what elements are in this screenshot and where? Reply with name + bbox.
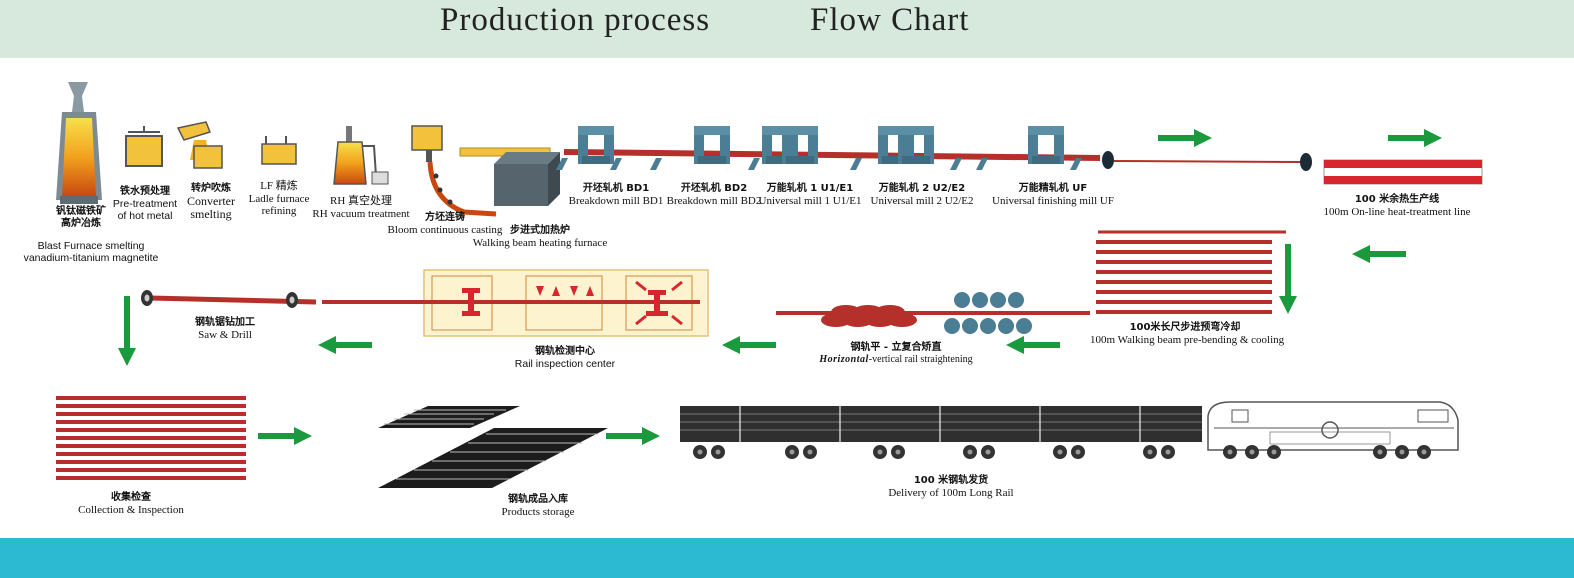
flow-arrow-icon: [258, 427, 312, 445]
converter-label: 转炉吹炼 Converter smelting: [187, 183, 235, 222]
rh-vacuum-icon: [333, 126, 389, 185]
ladle-icon: [125, 126, 163, 167]
saw-icon: [141, 290, 317, 308]
rh-label: RH 真空处理 RH vacuum treatment: [312, 195, 410, 220]
heating-furnace-icon: [494, 152, 560, 206]
storage-icon: [378, 406, 608, 488]
coil-reel-icon: [1102, 151, 1312, 171]
inspection-icon: [322, 269, 709, 337]
flow-arrow-icon: [722, 336, 776, 354]
footer-band: [0, 538, 1574, 578]
blast-furnace-icon: [56, 82, 102, 204]
header-band: Production process Flow Chart: [0, 0, 1574, 58]
pretreatment-label: 铁水预处理 Pre-treatment of hot metal: [112, 186, 178, 222]
straightener-icon: [776, 292, 1090, 334]
casting-label: 方坯连铸 Bloom continuous casting: [387, 212, 503, 236]
lf-label: LF 精炼 Ladle furnace refining: [248, 180, 310, 218]
page-title-part2: Flow Chart: [810, 2, 970, 38]
blast-furnace-label-cn: 钒钛磁铁矿高炉冶炼: [56, 206, 106, 229]
heating-label: 步进式加热炉 Walking beam heating furnace: [472, 225, 608, 249]
converter-icon: [176, 121, 223, 169]
flow-arrow-icon: [118, 296, 136, 366]
straightening-label: 钢轨平 - 立复合矫直 Horizontal-vertical rail str…: [819, 342, 973, 365]
flow-arrow-icon: [1006, 336, 1060, 354]
flow-arrow-icon: [318, 336, 372, 354]
rail-stack-icon: [56, 396, 246, 480]
flow-arrow-icon: [606, 427, 660, 445]
cooling-bed-icon: [1096, 230, 1286, 314]
railcar-icon: [680, 406, 1202, 459]
flow-arrow-icon: [1388, 129, 1442, 147]
flow-arrow-icon: [1352, 245, 1406, 263]
rolling-line: [556, 126, 1101, 170]
lf-furnace-icon: [261, 136, 297, 165]
process-diagram: [56, 82, 1483, 488]
locomotive-icon: [1207, 401, 1459, 459]
page-title-part1: Production process: [440, 2, 711, 38]
flow-arrow-icon: [1279, 244, 1297, 314]
flow-arrow-icon: [1158, 129, 1212, 147]
heat-treatment-icon: [1323, 159, 1483, 185]
continuous-caster-icon: [411, 125, 551, 217]
